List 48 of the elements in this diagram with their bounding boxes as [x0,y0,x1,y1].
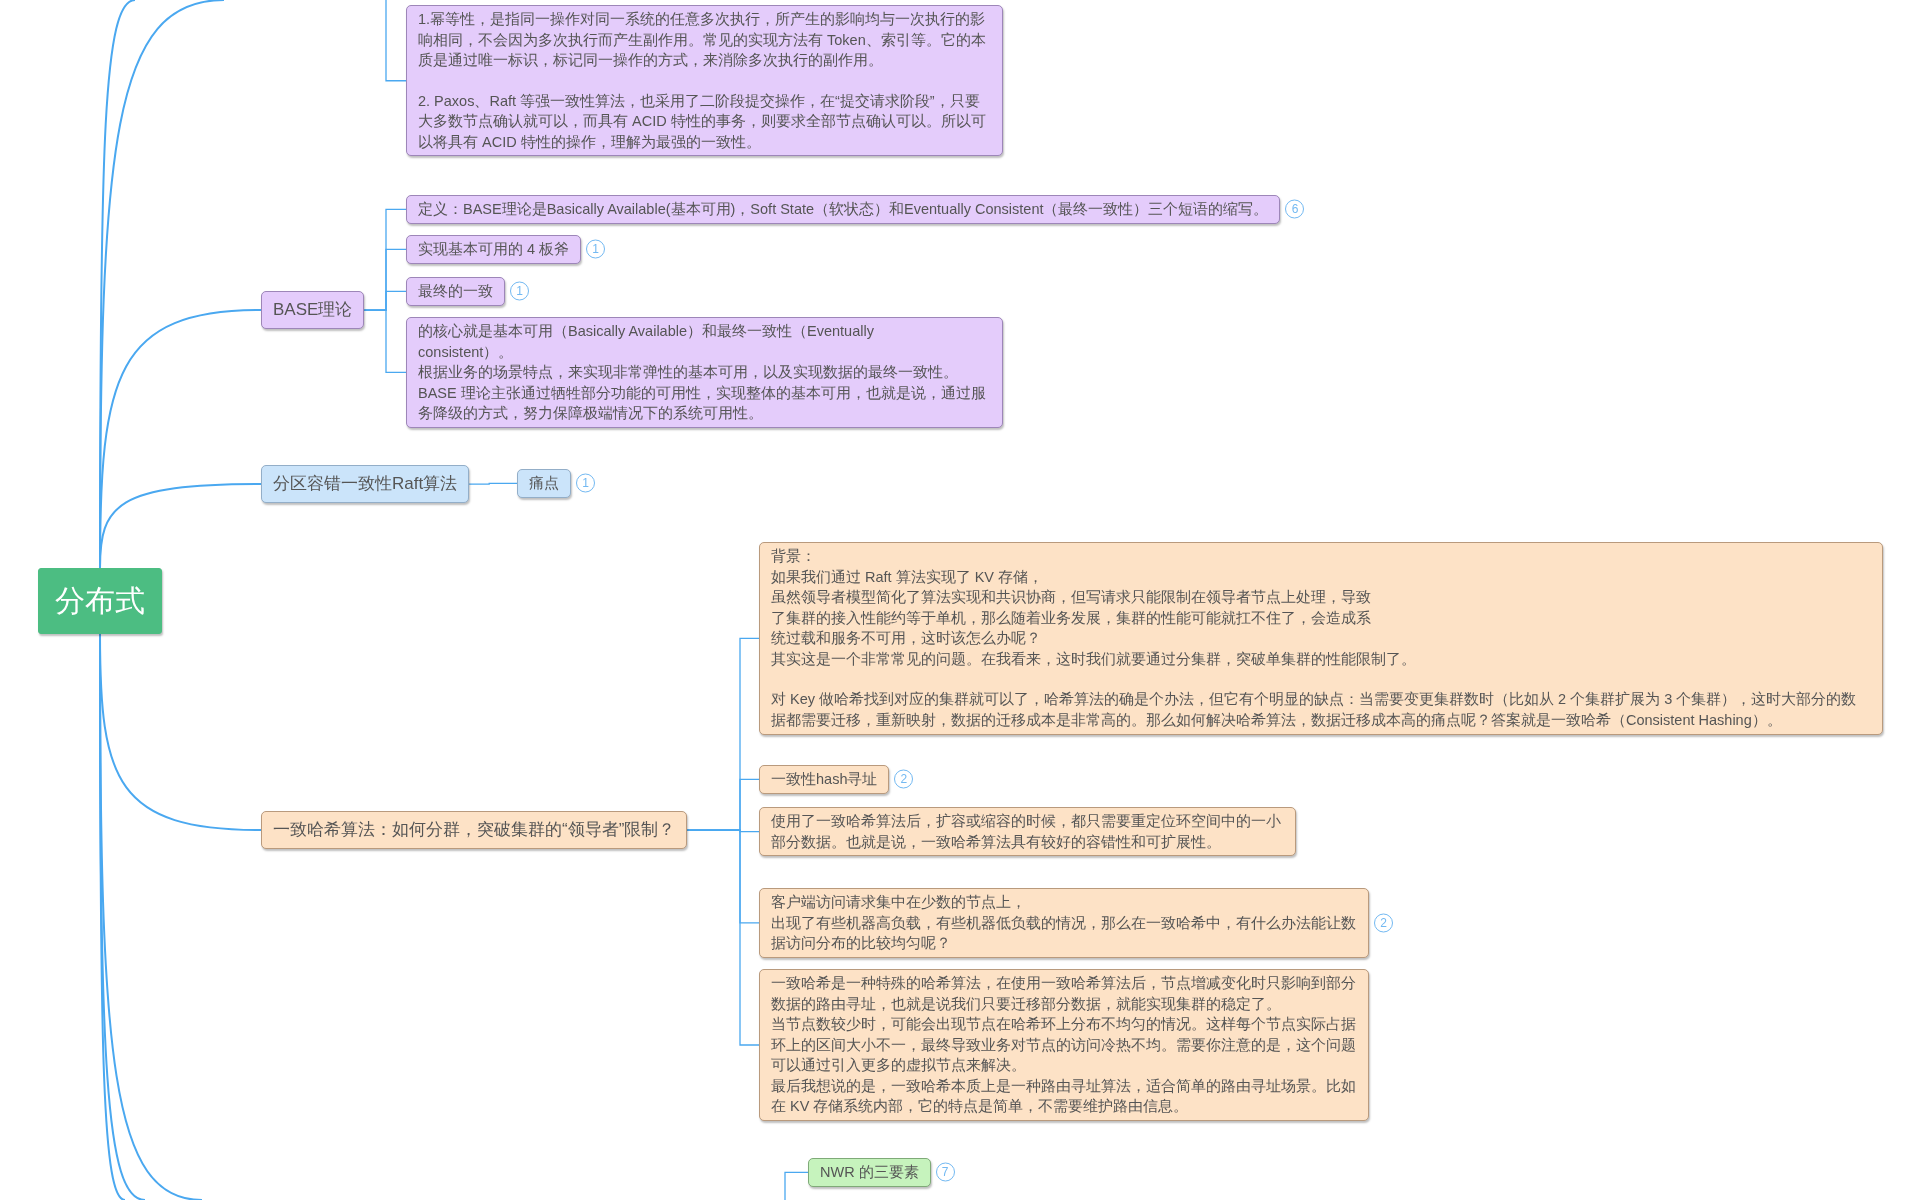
topic-text: 最终的一致 [418,282,493,301]
topic-text: 最后我想说的是，一致哈希本质上是一种路由寻址算法，适合简单的路由寻址场景。比如在 KV 存储系统内部，它的特点是简单，不需要维护路由信息。 [771,1076,1357,1117]
topic-text: BASE理论 [273,299,353,321]
topic-text: 根据业务的场景特点，来实现非常弹性的基本可用，以及实现数据的最终一致性。 [418,363,959,383]
note-card [759,542,1883,735]
topic-text: 使用了一致哈希算法后，扩容或缩容的时候，都只需要重定位环空间中的一小部分数据。也就是说，一致哈希算法具有较好的容错性和可扩展性。 [771,812,1282,852]
topic-text: 痛点 [529,474,559,493]
topic-text: BASE 理论主张通过牺牲部分功能的可用性，实现整体的基本可用，也就是说，通过服务降级的方式，努力保障极端情况下的系统可用性。 [418,383,987,424]
topic-text: 其实这是一个非常常见的问题。在我看来，这时我们就要通过分集群，突破单集群的性能限制了。 [771,649,1417,669]
topic-text: 分区容错一致性Raft算法 [273,473,458,495]
topic-text: 2. Paxos、Raft 等强一致性算法，也采用了二阶段提交操作，在“提交请求阶段”，只要大多数节点确认就可以，而具有 ACID 特性的事务，则要求全部节点确认可以。所以可以将具有 ACID 特性的操作，理解为最强的一致性。 [418,91,987,152]
topic-text: 实现基本可用的 4 板斧 [418,240,570,259]
root-title: 分布式 [55,582,145,619]
topic-text: 一致哈希算法：如何分群，突破集群的“领导者”限制？ [273,819,676,841]
topic-text: 一致哈希是一种特殊的哈希算法，在使用一致哈希算法后，节点增减变化时只影响到部分数据的路由寻址，也就是说我们只要迁移部分数据，就能实现集群的稳定了。 [771,974,1357,1014]
topic-text: 出现了有些机器高负载，有些机器低负载的情况，那么在一致哈希中，有什么办法能让数据访问分布的比较均匀呢？ [771,913,1357,954]
topic-text: 的核心就是基本可用（Basically Available）和最终一致性（Eventually consistent）。 [418,322,875,362]
root-topic [38,568,162,634]
count-badge: 6 [1285,199,1305,219]
connector-line [363,309,407,374]
count-badge: 2 [1374,913,1393,933]
branch-topic [261,465,470,504]
note-card [759,969,1369,1122]
connector-line [468,482,518,485]
branch-topic [261,291,365,330]
note-card [759,807,1296,857]
branch-curve [99,483,262,569]
connector-line [686,829,760,1046]
connector-line [385,0,407,82]
topic-text: 1.幂等性，是指同一操作对同一系统的任意多次执行，所产生的影响均与一次执行的影响相同，不会因为多次执行而产生副作用。常见的实现方法有 Token、索引等。它的本质是通过唯一标识，标记同一操作的方式，来消除多次执行的副作用。 [418,10,987,71]
topic-text: NWR 的三要素 [820,1163,919,1182]
count-badge: 1 [586,239,606,259]
topic-text: 对 Key 做哈希找到对应的集群就可以了，哈希算法的确是个办法，但它有个明显的缺点：当需要变更集群数时（比如从 2 个集群扩展为 3 个集群），这时大部分的数据都需要迁移，重新映射，数据的迁移成本是非常高的。那么如何解决哈希算法，数据迁移成本高的痛点呢？答案就是一致哈希（Consistent Hashing）。 [771,690,1858,731]
count-badge: 1 [576,473,595,493]
topic-text: 客户端访问请求集中在少数的节点上， [771,893,1027,912]
note-card [406,5,1003,157]
topic-text: 虽然领导者模型简化了算法实现和共识协商，但写请求只能限制在领导者节点上处理，导致了集群的接入性能约等于单机，那么随着业务发展，集群的性能可能就扛不住了，会造成系统过载和服务不可用，这时该怎么办呢？ [771,588,1371,649]
count-badge: 2 [894,769,914,789]
count-badge: 7 [935,1162,955,1182]
topic-text: 定义：BASE理论是Basically Available(基本可用)，Soft State（软状态）和Eventually Consistent（最终一致性）三个短语的缩写。 [418,200,1269,219]
topic-text: 如果我们通过 Raft 算法实现了 KV 存储， [771,567,1045,587]
note-card [406,317,1003,428]
topic-text: 当节点数较少时，可能会出现节点在哈希环上分布不均匀的情况。这样每个节点实际占据环上的区间大小不一，最终导致业务对节点的访问冷热不均。需要你注意的是，这个问题可以通过引入更多的虚拟节点来解决。 [771,1015,1357,1076]
count-badge: 1 [510,281,529,301]
branch-topic [261,811,688,850]
connector-line [784,1171,809,1200]
topic-text: 背景： [771,547,817,566]
topic-text: 一致性hash寻址 [771,770,878,789]
